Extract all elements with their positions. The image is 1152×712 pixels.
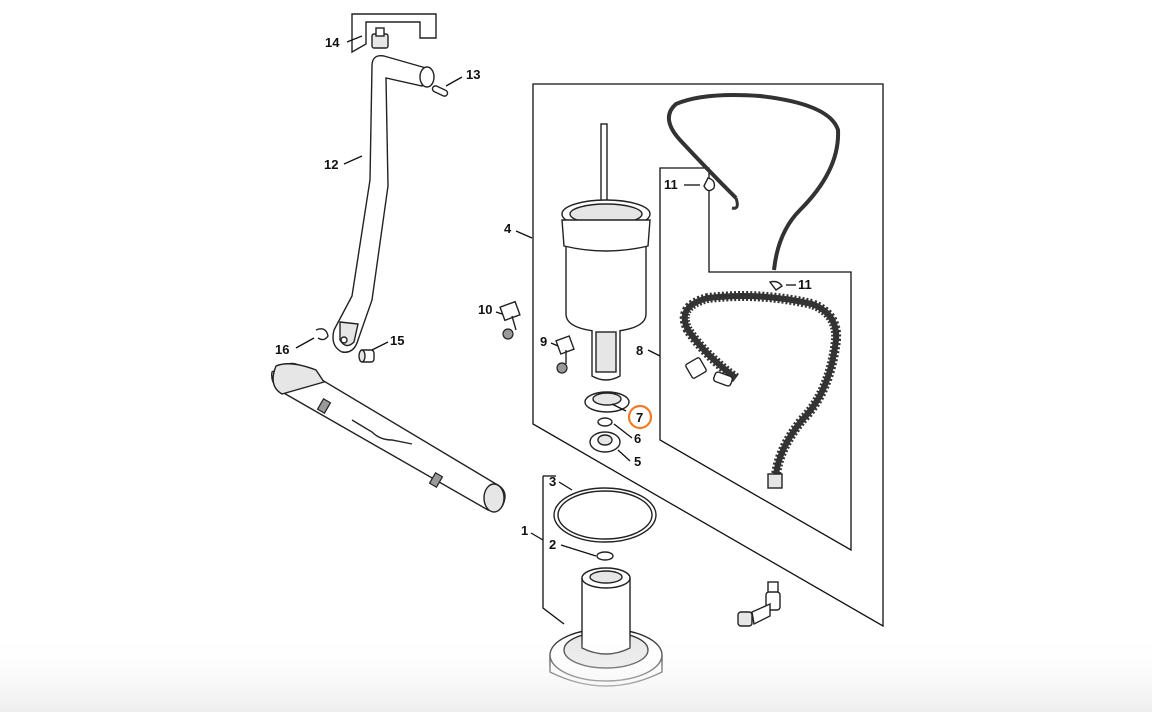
part-thin-hose (667, 93, 841, 271)
callout-5[interactable]: 5 (634, 454, 641, 469)
callout-11-upper[interactable]: 11 (664, 177, 678, 192)
callout-13[interactable]: 13 (466, 67, 480, 82)
assembly-frame-hose-kit (659, 167, 852, 552)
part-14-bracket (351, 13, 437, 54)
part-10-spring-clip (499, 300, 521, 340)
part-3-gasket (553, 487, 657, 543)
bottom-fade (0, 632, 1152, 712)
highlight-circle-part-7[interactable] (627, 404, 653, 430)
part-16-clip (315, 328, 329, 341)
part-12-handle-bar (332, 55, 435, 353)
callout-2[interactable]: 2 (549, 537, 556, 552)
callout-16[interactable]: 16 (275, 342, 289, 357)
part-elbow-fitting (737, 581, 781, 627)
callout-12[interactable]: 12 (324, 157, 338, 172)
part-5-bearing (589, 431, 621, 453)
callout-15[interactable]: 15 (390, 333, 404, 348)
callout-7[interactable]: 7 (636, 410, 643, 425)
callout-9[interactable]: 9 (540, 334, 547, 349)
callout-4[interactable]: 4 (504, 221, 512, 236)
assembly-frame-base (542, 476, 565, 625)
part-11-clamp-upper (703, 177, 716, 192)
part-11-clamp-lower (768, 280, 783, 291)
part-9-spring-clip (555, 335, 575, 374)
callout-6[interactable]: 6 (634, 431, 641, 446)
part-13-pin (431, 85, 449, 97)
callout-14[interactable]: 14 (325, 35, 340, 50)
part-15-sleeve (358, 349, 375, 363)
callout-10[interactable]: 10 (478, 302, 492, 317)
assembly-frame-main (532, 83, 884, 628)
part-6-o-ring (597, 417, 613, 427)
callout-11-lower[interactable]: 11 (798, 277, 812, 292)
part-2-o-ring (596, 551, 614, 561)
part-carrier-tube (271, 362, 506, 513)
callout-3[interactable]: 3 (549, 474, 556, 489)
callout-1[interactable]: 1 (521, 523, 528, 538)
part-8-hose-kit (679, 291, 842, 489)
leader-lines (295, 35, 796, 557)
callout-8[interactable]: 8 (636, 343, 643, 358)
part-4-tank (561, 123, 651, 381)
